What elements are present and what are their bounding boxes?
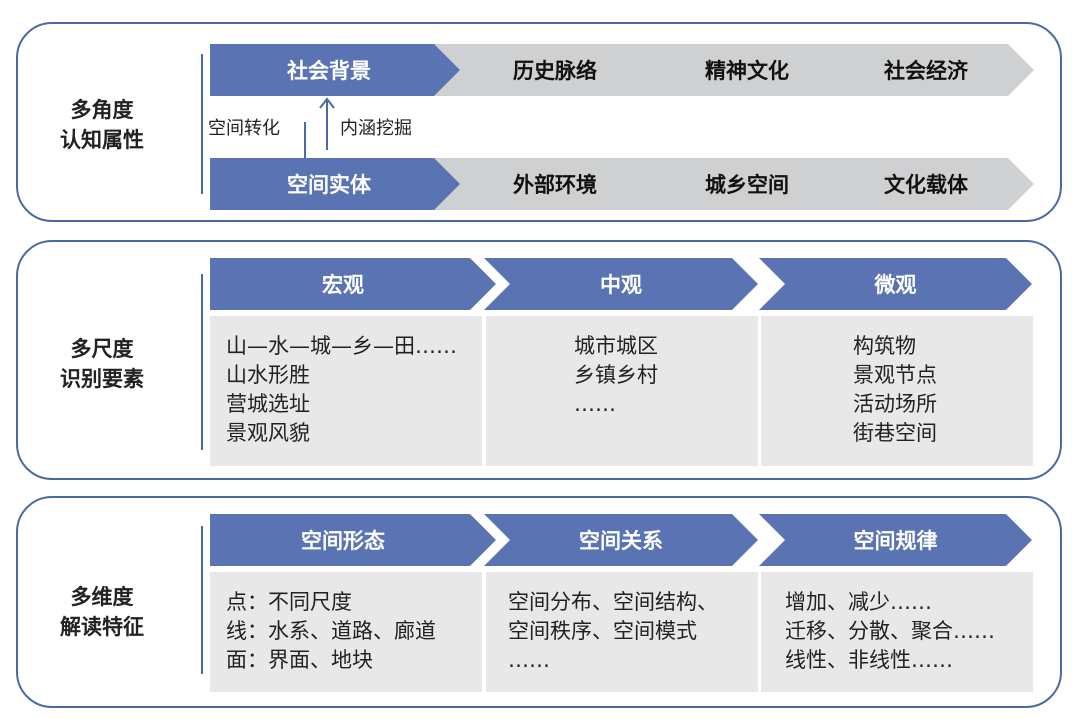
list-item: 活动场所 bbox=[853, 392, 937, 416]
chevron-cultural-carrier: 文化载体 bbox=[818, 158, 1034, 210]
content-box-micro: 构筑物 景观节点 活动场所 街巷空间 bbox=[761, 316, 1033, 466]
list-item: …… bbox=[574, 392, 616, 416]
chevron-historical-context: 历史脉络 bbox=[434, 44, 676, 96]
chevron-micro: 微观 bbox=[759, 258, 1032, 310]
panel-multi-dimension: 多维度 解读特征 空间形态 空间关系 空间规律 点：不同尺度 线：水系、道路、廊… bbox=[16, 496, 1062, 708]
panel-label: 多维度 解读特征 bbox=[18, 582, 186, 642]
list-item: 城市城区 bbox=[574, 334, 658, 358]
list-item: 增加、减少…… bbox=[785, 590, 932, 614]
list-item: 景观风貌 bbox=[226, 421, 310, 445]
chevron-urban-rural-space: 城乡空间 bbox=[628, 158, 866, 210]
chevron-spatial-entity: 空间实体 bbox=[210, 158, 468, 210]
list-item: 空间分布、空间结构、 bbox=[508, 590, 718, 614]
divider-line bbox=[201, 54, 203, 194]
panel-label-line: 识别要素 bbox=[60, 367, 144, 391]
up-arrow-label: 内涵挖掘 bbox=[340, 118, 412, 139]
chevron-meso: 中观 bbox=[484, 258, 758, 310]
list-item: 构筑物 bbox=[853, 334, 916, 358]
panel-label-line: 多维度 bbox=[70, 585, 134, 609]
list-item: 山水形胜 bbox=[226, 363, 310, 387]
panel-multi-angle: 多角度 认知属性 社会背景 历史脉络 精神文化 社会经济 空间转化 内涵挖掘 空… bbox=[16, 22, 1062, 222]
content-box-spatial-form: 点：不同尺度 线：水系、道路、廊道 面：界面、地块 bbox=[210, 572, 482, 692]
list-item: 营城选址 bbox=[226, 392, 310, 416]
list-item: 空间秩序、空间模式 bbox=[508, 619, 697, 643]
list-item: 面：界面、地块 bbox=[226, 648, 373, 672]
panel-label-line: 多尺度 bbox=[70, 337, 134, 361]
panel-multi-scale: 多尺度 识别要素 宏观 中观 微观 山—水—城—乡—田…… 山水形胜 营城选址 … bbox=[16, 240, 1062, 480]
chevron-spatial-relation: 空间关系 bbox=[484, 514, 758, 566]
list-item: 线：水系、道路、廊道 bbox=[226, 619, 436, 643]
chevron-spatial-pattern: 空间规律 bbox=[759, 514, 1032, 566]
content-box-macro: 山—水—城—乡—田…… 山水形胜 营城选址 景观风貌 bbox=[210, 316, 482, 466]
panel-label: 多角度 认知属性 bbox=[18, 95, 186, 155]
panel-label-line: 解读特征 bbox=[60, 615, 144, 639]
chevron-spiritual-culture: 精神文化 bbox=[628, 44, 866, 96]
content-box-meso: 城市城区 乡镇乡村 …… bbox=[486, 316, 758, 466]
down-arrow-label: 空间转化 bbox=[208, 118, 280, 139]
panel-label-line: 认知属性 bbox=[60, 128, 144, 152]
chevron-social-economy: 社会经济 bbox=[818, 44, 1034, 96]
divider-line bbox=[201, 274, 203, 450]
panel-label: 多尺度 识别要素 bbox=[18, 334, 186, 394]
list-item: 山—水—城—乡—田…… bbox=[226, 334, 457, 358]
list-item: 乡镇乡村 bbox=[574, 363, 658, 387]
list-item: …… bbox=[508, 648, 550, 672]
list-item: 迁移、分散、聚合…… bbox=[785, 619, 995, 643]
content-box-spatial-relation: 空间分布、空间结构、 空间秩序、空间模式 …… bbox=[486, 572, 758, 692]
chevron-social-background: 社会背景 bbox=[210, 44, 468, 96]
list-item: 景观节点 bbox=[853, 363, 937, 387]
list-item: 点：不同尺度 bbox=[226, 590, 352, 614]
divider-line bbox=[201, 526, 203, 674]
panel-label-line: 多角度 bbox=[70, 98, 134, 122]
chevron-spatial-form: 空间形态 bbox=[210, 514, 496, 566]
list-item: 街巷空间 bbox=[853, 421, 937, 445]
list-item: 线性、非线性…… bbox=[785, 648, 953, 672]
content-box-spatial-pattern: 增加、减少…… 迁移、分散、聚合…… 线性、非线性…… bbox=[761, 572, 1033, 692]
arrow-up-icon bbox=[319, 97, 335, 150]
chevron-macro: 宏观 bbox=[210, 258, 496, 310]
chevron-external-environment: 外部环境 bbox=[434, 158, 676, 210]
